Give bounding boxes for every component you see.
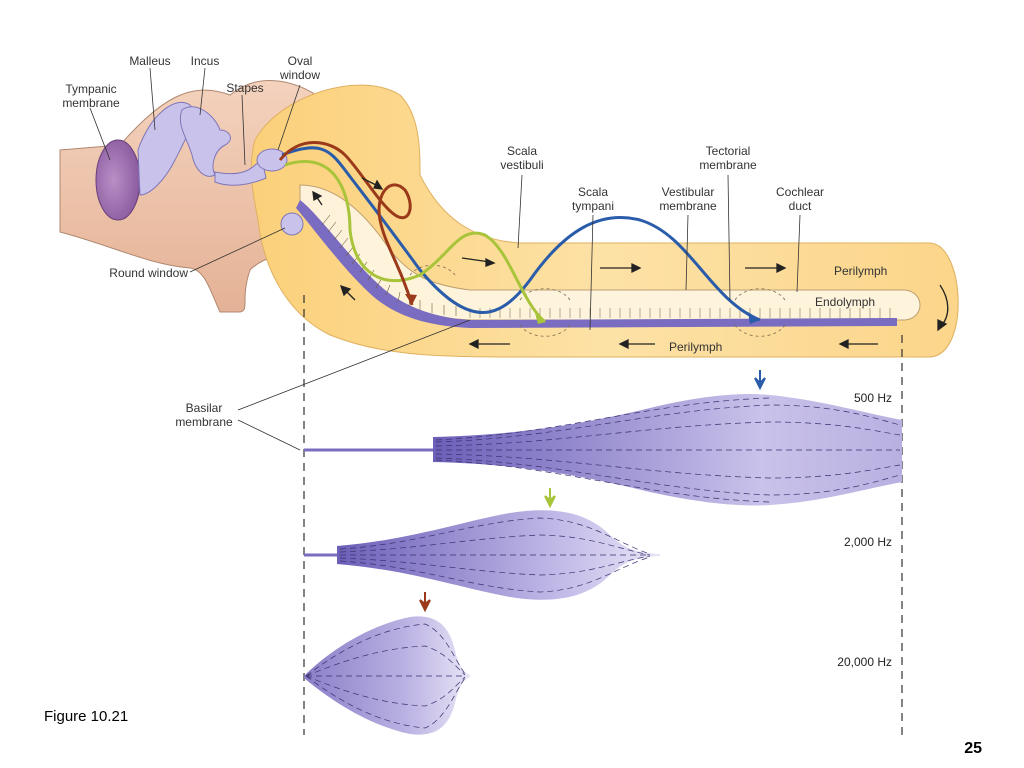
flow-arrows: [312, 177, 949, 350]
panel-2000hz: [304, 488, 902, 600]
envelope-2000hz: [337, 510, 660, 600]
incus-bone: [179, 106, 231, 177]
arrow-20000hz: [419, 592, 431, 613]
tympanic-membrane: [95, 139, 141, 221]
label-tympanic-2: membrane: [62, 96, 120, 110]
label-cochlear-duct-1: Cochlear: [776, 185, 824, 199]
label-endolymph: Endolymph: [815, 295, 875, 309]
label-tympanic-1: Tympanic: [65, 82, 116, 96]
panel-20000hz: [304, 592, 902, 735]
freq-label-500hz: 500 Hz: [854, 391, 892, 405]
label-tectorial-1: Tectorial: [706, 144, 751, 158]
freq-label-2000hz: 2,000 Hz: [844, 535, 892, 549]
arrow-500hz: [754, 370, 766, 391]
wave-path-500hz: [281, 146, 761, 322]
anatomy-labels: Malleus Incus Oval window Tympanic membr…: [62, 54, 887, 429]
label-incus: Incus: [191, 54, 220, 68]
arrow-2000hz: [544, 488, 556, 509]
label-perilymph-lower: Perilymph: [669, 340, 722, 354]
label-basilar-1: Basilar: [186, 401, 223, 415]
label-scala-vestibuli-1: Scala: [507, 144, 537, 158]
label-vestibular-2: membrane: [659, 199, 717, 213]
label-oval-window-1: Oval: [288, 54, 313, 68]
freq-label-20000hz: 20,000 Hz: [837, 655, 892, 669]
wave-arrowhead-2000hz: [535, 313, 545, 324]
label-tectorial-2: membrane: [699, 158, 757, 172]
wave-arrowhead-500hz: [748, 312, 760, 324]
label-oval-window-2: window: [279, 68, 320, 82]
envelope-20000hz: [304, 616, 470, 735]
oval-window: [256, 148, 288, 172]
page-number: 25: [964, 740, 982, 757]
label-cochlear-duct-2: duct: [789, 199, 812, 213]
wave-path-2000hz: [284, 159, 547, 324]
panel-500hz: [304, 370, 902, 506]
figure-caption: Figure 10.21: [44, 708, 129, 725]
label-scala-tympani-1: Scala: [578, 185, 608, 199]
wave-path-20000hz: [278, 141, 414, 306]
wave-arrowhead-20000hz: [405, 294, 417, 305]
leader-lines: [89, 67, 801, 451]
label-stapes: Stapes: [226, 81, 263, 95]
label-vestibular-1: Vestibular: [662, 185, 715, 199]
label-malleus: Malleus: [129, 54, 170, 68]
label-perilymph-upper: Perilymph: [834, 264, 887, 278]
label-scala-vestibuli-2: vestibuli: [500, 158, 543, 172]
label-round-window: Round window: [109, 266, 188, 280]
label-scala-tympani-2: tympani: [572, 199, 614, 213]
round-window: [280, 212, 304, 236]
label-basilar-2: membrane: [175, 415, 233, 429]
